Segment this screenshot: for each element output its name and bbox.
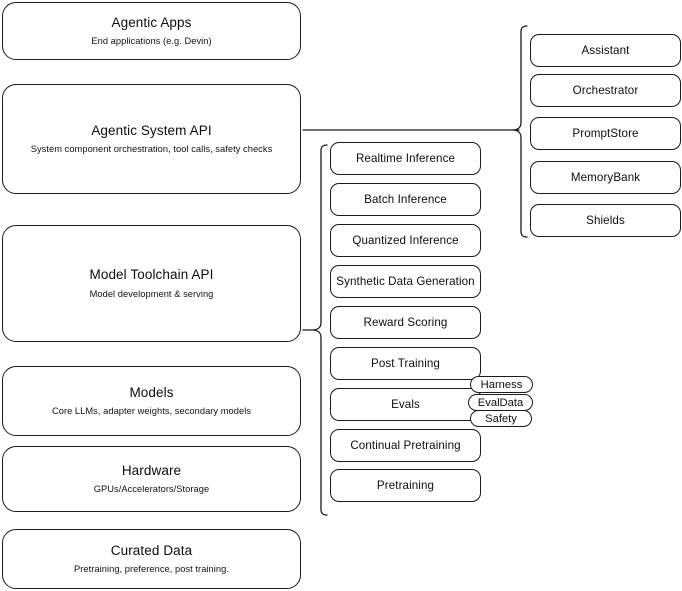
layer-subtitle: End applications (e.g. Devin): [91, 36, 212, 47]
eval-badge-evaldata[interactable]: EvalData: [468, 394, 533, 411]
capability-label: Post Training: [371, 357, 440, 370]
eval-badge-label: Harness: [480, 378, 523, 391]
capability-evals[interactable]: Evals: [330, 388, 481, 421]
eval-badge-label: EvalData: [477, 396, 524, 409]
capability-quantized-inference[interactable]: Quantized Inference: [330, 224, 481, 257]
layer-agentic-system-api[interactable]: Agentic System API System component orch…: [2, 84, 301, 194]
capability-pretraining[interactable]: Pretraining: [330, 469, 481, 502]
layer-curated-data[interactable]: Curated Data Pretraining, preference, po…: [2, 529, 301, 589]
capability-reward-scoring[interactable]: Reward Scoring: [330, 306, 481, 339]
bracket-agentic-components: [513, 25, 528, 238]
layer-title: Curated Data: [110, 542, 193, 558]
capability-label: Batch Inference: [364, 193, 447, 206]
layer-title: Agentic System API: [91, 122, 212, 138]
layer-title: Agentic Apps: [111, 14, 192, 30]
capability-label: Realtime Inference: [355, 152, 456, 165]
component-label: Assistant: [581, 44, 630, 57]
capability-label: Quantized Inference: [352, 234, 459, 247]
layer-title: Hardware: [121, 462, 182, 478]
component-label: MemoryBank: [570, 171, 641, 184]
layer-title: Model Toolchain API: [89, 267, 214, 283]
layer-subtitle: GPUs/Accelerators/Storage: [93, 484, 210, 495]
layer-model-toolchain-api[interactable]: Model Toolchain API Model development & …: [2, 225, 301, 342]
layer-subtitle: Model development & serving: [89, 288, 214, 299]
eval-badge-safety[interactable]: Safety: [470, 410, 532, 427]
component-orchestrator[interactable]: Orchestrator: [530, 74, 681, 107]
component-assistant[interactable]: Assistant: [530, 34, 681, 67]
layer-title: Models: [129, 384, 174, 400]
layer-subtitle: Core LLMs, adapter weights, secondary mo…: [51, 406, 252, 417]
capability-label: Continual Pretraining: [350, 439, 461, 452]
capability-post-training[interactable]: Post Training: [330, 347, 481, 380]
capability-label: Synthetic Data Generation: [336, 275, 475, 288]
component-memorybank[interactable]: MemoryBank: [530, 161, 681, 194]
bracket-toolchain-capabilities: [313, 144, 328, 516]
capability-continual-pretraining[interactable]: Continual Pretraining: [330, 429, 481, 462]
component-promptstore[interactable]: PromptStore: [530, 117, 681, 150]
component-label: Shields: [586, 214, 625, 227]
capability-synthetic-data-generation[interactable]: Synthetic Data Generation: [330, 265, 481, 298]
capability-batch-inference[interactable]: Batch Inference: [330, 183, 481, 216]
layer-models[interactable]: Models Core LLMs, adapter weights, secon…: [2, 366, 301, 436]
layer-subtitle: System component orchestration, tool cal…: [30, 144, 273, 155]
component-label: Orchestrator: [572, 84, 639, 97]
layer-agentic-apps[interactable]: Agentic Apps End applications (e.g. Devi…: [2, 2, 301, 60]
capability-label: Reward Scoring: [363, 316, 448, 329]
eval-badge-label: Safety: [485, 412, 517, 425]
capability-label: Pretraining: [376, 479, 435, 492]
capability-realtime-inference[interactable]: Realtime Inference: [330, 142, 481, 175]
component-shields[interactable]: Shields: [530, 204, 681, 237]
component-label: PromptStore: [572, 127, 639, 140]
layer-hardware[interactable]: Hardware GPUs/Accelerators/Storage: [2, 446, 301, 512]
capability-label: Evals: [391, 398, 420, 411]
layer-subtitle: Pretraining, preference, post training.: [74, 564, 229, 575]
eval-badge-harness[interactable]: Harness: [470, 376, 533, 393]
